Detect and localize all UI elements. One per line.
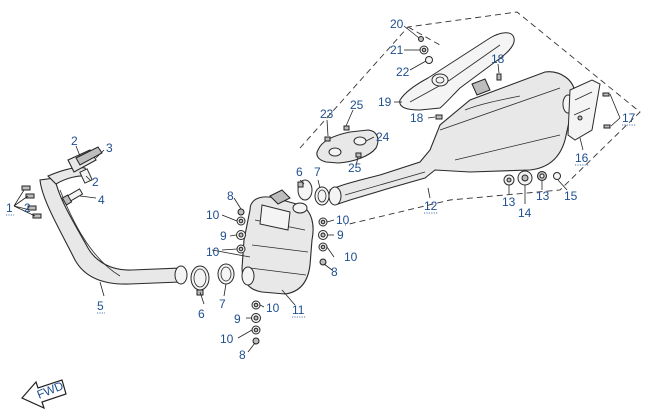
callout-2: 2 <box>92 175 99 189</box>
studs <box>21 185 42 219</box>
callout-11: 11 <box>292 303 305 317</box>
callout-16: 16 <box>575 151 589 165</box>
callout-1: 1 <box>6 201 13 215</box>
middle-heat-shield <box>316 125 379 164</box>
callout-18: 18 <box>410 111 424 125</box>
shield-fasteners <box>418 36 433 64</box>
clamp-middle <box>297 179 313 201</box>
pre-chamber <box>241 189 314 295</box>
clamp-left <box>190 265 210 296</box>
callout-18: 18 <box>491 52 505 66</box>
muffler-mount-hardware <box>503 170 561 186</box>
callout-14: 14 <box>518 206 532 220</box>
callout-13: 13 <box>502 195 516 209</box>
mount-stack-right <box>318 217 328 266</box>
callout-9: 9 <box>234 312 241 326</box>
forward-direction-arrow-icon: FWD <box>21 378 67 410</box>
callout-10: 10 <box>344 250 358 264</box>
header-pipe <box>39 166 188 285</box>
callout-21: 21 <box>390 43 404 57</box>
callout-6: 6 <box>296 165 303 179</box>
callout-2: 2 <box>71 134 78 148</box>
callout-5: 5 <box>97 299 104 313</box>
callout-22: 22 <box>396 65 410 79</box>
callout-8: 8 <box>331 265 338 279</box>
heat-shield-dashed-outline <box>407 26 441 46</box>
callout-7: 7 <box>314 165 321 179</box>
callout-9: 9 <box>220 229 227 243</box>
callout-9: 9 <box>337 228 344 242</box>
gasket-middle <box>314 186 330 206</box>
callout-10: 10 <box>206 208 220 222</box>
callout-25: 25 <box>348 161 362 175</box>
end-cap-screws <box>602 92 611 129</box>
callout-10: 10 <box>206 245 220 259</box>
callout-15: 15 <box>564 189 578 203</box>
callout-13: 13 <box>536 189 550 203</box>
callout-10: 10 <box>220 332 234 346</box>
muffler <box>328 71 576 206</box>
mount-stack-upper-left <box>236 208 246 254</box>
o2-sensor <box>61 188 84 206</box>
callout-20: 20 <box>390 17 404 31</box>
callout-23: 23 <box>320 107 334 121</box>
upper-heat-shield <box>399 32 515 111</box>
callout-17: 17 <box>622 111 636 125</box>
callout-labels: 1 2 2 3 2 4 5 6 7 8 10 9 10 11 11 10 9 1… <box>6 17 636 362</box>
callout-3: 3 <box>106 141 113 155</box>
callout-6: 6 <box>198 307 205 321</box>
callout-25: 25 <box>350 98 364 112</box>
callout-4: 4 <box>98 193 105 207</box>
callout-8: 8 <box>227 189 234 203</box>
mount-stack-lower <box>251 300 261 345</box>
leader-lines <box>13 25 621 353</box>
gasket-left <box>217 263 235 285</box>
bracket-bolts <box>435 73 502 120</box>
callout-10: 10 <box>336 213 350 227</box>
callout-12: 12 <box>424 199 438 213</box>
callout-10: 10 <box>266 301 280 315</box>
end-cap-bracket <box>567 79 601 141</box>
callout-2: 2 <box>24 201 31 215</box>
callout-7: 7 <box>219 297 226 311</box>
callout-24: 24 <box>376 130 390 144</box>
callout-8: 8 <box>239 348 246 362</box>
callout-19: 19 <box>378 95 392 109</box>
